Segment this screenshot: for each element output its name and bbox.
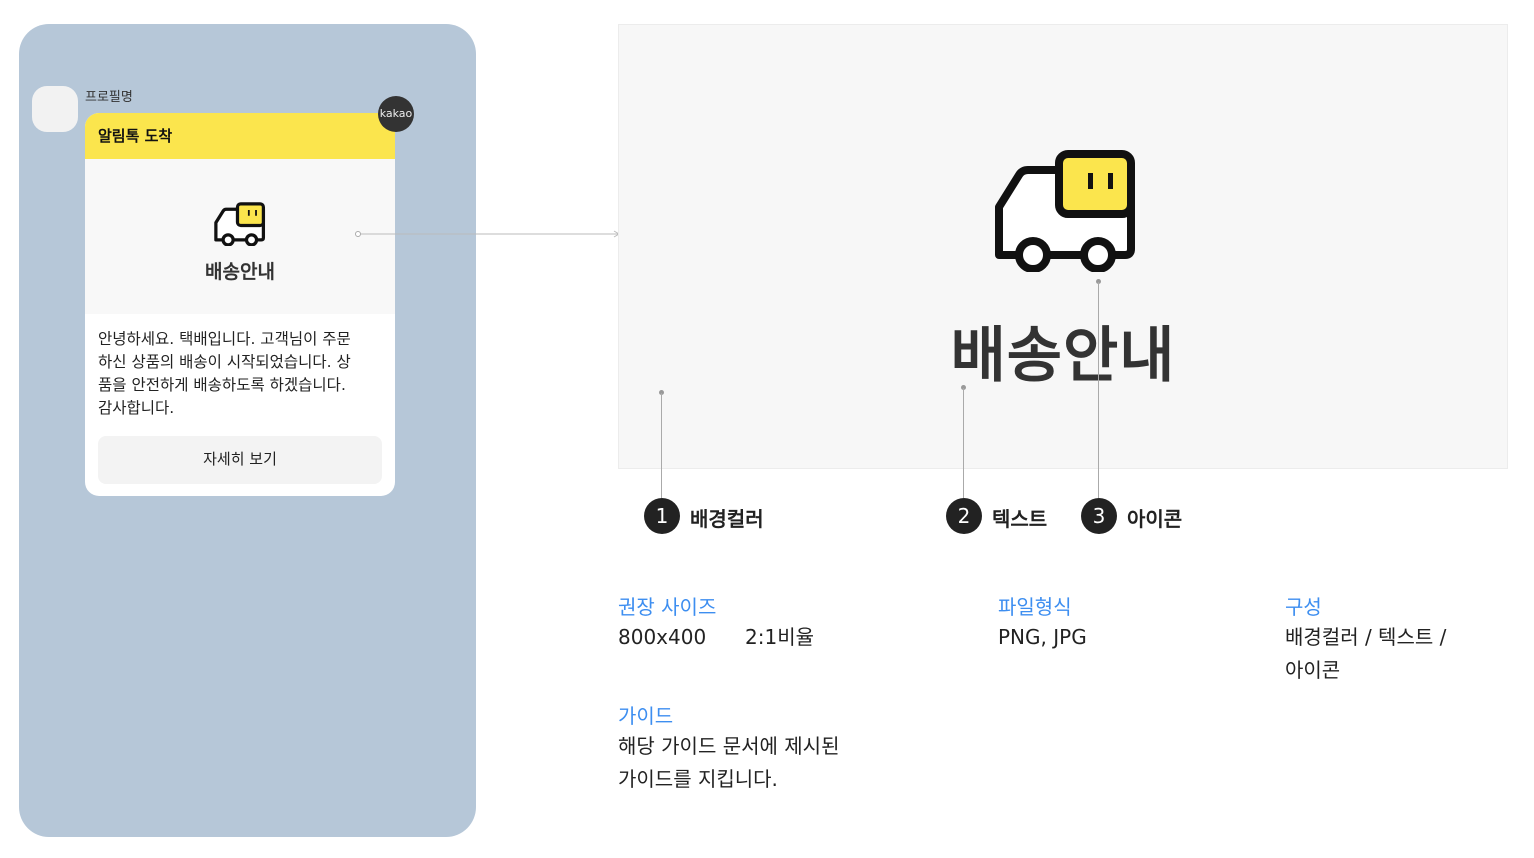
message-line: 안녕하세요. 택배입니다. 고객님이 주문: [98, 330, 351, 348]
spec-size-value: 800x400: [618, 625, 707, 649]
message-line: 하신 상품의 배송이 시작되었습니다. 상: [98, 353, 351, 371]
callout-label: 아이콘: [1127, 507, 1183, 531]
spec-composition-heading: 구성: [1285, 595, 1322, 619]
callout-label: 배경컬러: [690, 507, 764, 531]
callout-dot: [1096, 279, 1101, 284]
message-line: 감사합니다.: [98, 399, 175, 417]
message-line: 품을 안전하게 배송하도록 하겠습니다.: [98, 376, 346, 394]
spec-size-heading: 권장 사이즈: [618, 595, 717, 619]
text-line: 가이드를 지킵니다.: [618, 767, 778, 791]
callout-dot: [659, 390, 664, 395]
callout-number: 2: [946, 498, 982, 534]
callout-number: 3: [1081, 498, 1117, 534]
callout-label: 텍스트: [992, 507, 1048, 531]
callout-number: 1: [644, 498, 680, 534]
kakao-badge: kakao: [378, 96, 414, 132]
spec-format-heading: 파일형식: [998, 595, 1072, 619]
text-line: 아이콘: [1285, 658, 1341, 682]
image-preview: 배송안내: [618, 24, 1508, 469]
card-message: 안녕하세요. 택배입니다. 고객님이 주문 하신 상품의 배송이 시작되었습니다…: [85, 314, 395, 420]
callout-line: [661, 393, 662, 498]
card-image: 배송안내: [85, 159, 395, 314]
connector-arrow: [355, 230, 620, 238]
spec-composition-value: 배경컬러 / 텍스트 / 아이콘: [1285, 621, 1446, 687]
avatar: [32, 86, 78, 132]
alimtalk-card: 알림톡 도착 배송안내 안녕하세요. 택배입니다. 고객님이 주문 하신 상품의…: [85, 113, 395, 496]
card-image-title: 배송안내: [205, 261, 275, 283]
spec-format-value: PNG, JPG: [998, 625, 1087, 649]
spec-size-ratio: 2:1비율: [745, 625, 814, 649]
spec-guide-heading: 가이드: [618, 704, 674, 728]
profile-name: 프로필명: [85, 90, 133, 105]
callout-dot: [961, 385, 966, 390]
text-line: 해당 가이드 문서에 제시된: [618, 734, 840, 758]
view-details-button[interactable]: 자세히 보기: [98, 436, 382, 484]
text-line: 배경컬러 / 텍스트 /: [1285, 625, 1447, 649]
preview-title: 배송안내: [950, 321, 1176, 391]
spec-guide-value: 해당 가이드 문서에 제시된 가이드를 지킵니다.: [618, 730, 839, 796]
delivery-truck-icon: [995, 150, 1135, 272]
card-header: 알림톡 도착: [85, 113, 395, 159]
callout-line: [963, 388, 964, 498]
delivery-truck-icon: [214, 202, 266, 246]
callout-line: [1098, 282, 1099, 498]
